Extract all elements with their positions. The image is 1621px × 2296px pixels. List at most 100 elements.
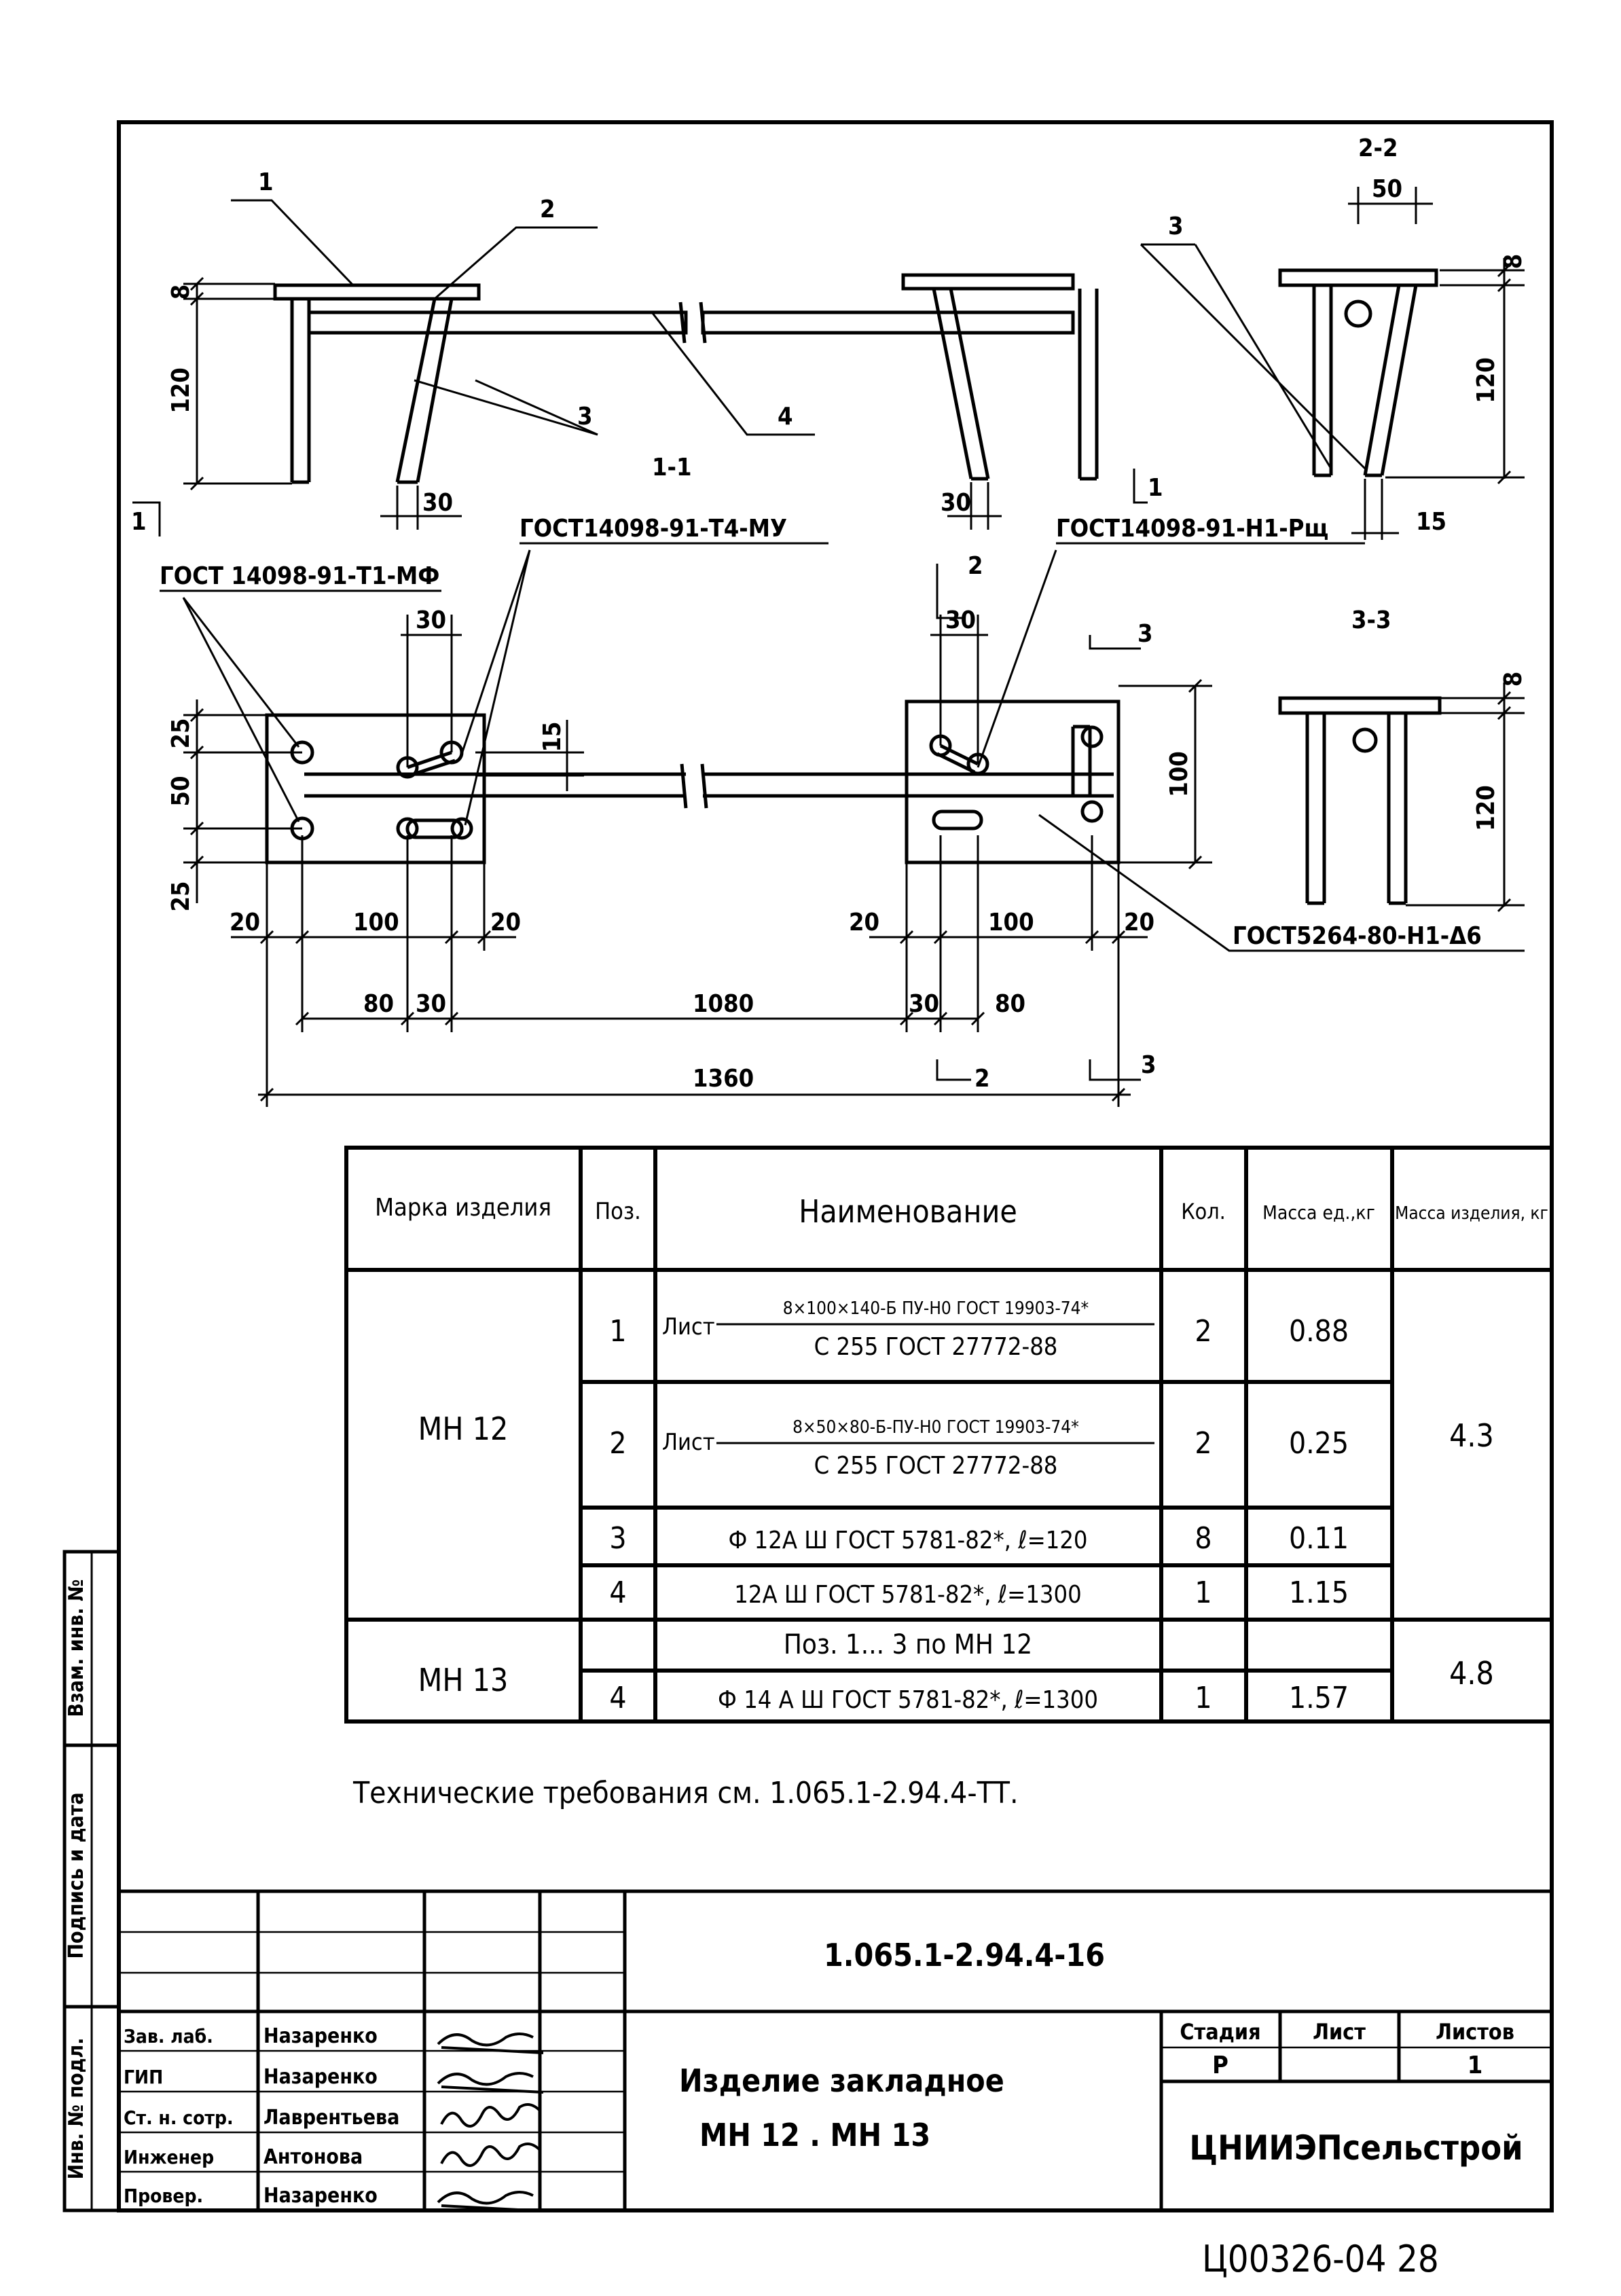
dim-100-left: 100 <box>353 909 399 936</box>
mh12-row2-prefix: Лист <box>662 1429 715 1456</box>
mh13-mark: МН 13 <box>418 1662 509 1698</box>
dim-120-elev: 120 <box>167 367 195 414</box>
tech-requirements-note: Технические требования см. 1.065.1-2.94.… <box>352 1776 1019 1810</box>
signatures <box>437 2033 544 2212</box>
callout-1: 1 <box>258 168 274 196</box>
dim-1080: 1080 <box>693 990 754 1018</box>
dim-50-plan: 50 <box>167 776 195 806</box>
section-3-3-view <box>1278 696 1442 905</box>
gost-note-n1: ГОСТ14098-91-Н1-Рщ <box>1056 515 1328 543</box>
dimension-values: 8 120 30 30 50 8 120 15 8 120 25 50 25 3… <box>167 175 1527 1093</box>
mh12-row4-qty: 1 <box>1195 1575 1212 1610</box>
dim-80-right: 80 <box>995 990 1025 1018</box>
mh12-row1-qty: 2 <box>1195 1314 1212 1349</box>
mh13-mass-item: 4.8 <box>1449 1655 1494 1692</box>
dim-15-plan: 15 <box>539 721 566 752</box>
name-3: Лаврентьева <box>263 2106 399 2130</box>
role-4: Инженер <box>124 2146 214 2168</box>
sheets-label: Листов <box>1436 2019 1514 2045</box>
stamp-inv-no: Инв. № подл. <box>65 2038 88 2180</box>
dim-100-right: 100 <box>988 909 1034 936</box>
dim-20-left-b: 20 <box>490 909 521 936</box>
mh12-row2-mass: 0.25 <box>1289 1426 1349 1461</box>
dim-20-left-a: 20 <box>230 909 260 936</box>
section-mark-1-right: 1 <box>1148 474 1163 502</box>
mh13-row1-name: Поз. 1... 3 по МН 12 <box>784 1629 1032 1660</box>
mh12-row4-mass: 1.15 <box>1289 1575 1349 1610</box>
archive-number: Ц00326-04 28 <box>1202 2238 1439 2280</box>
doc-code: 1.065.1-2.94.4-16 <box>824 1937 1105 1973</box>
stamp-replace-inv: Взам. инв. № <box>65 1580 88 1717</box>
callout-3: 3 <box>577 403 593 431</box>
dim-15-sec2: 15 <box>1416 508 1446 536</box>
mh12-row4-pos: 4 <box>609 1575 626 1610</box>
gost-note-t4: ГОСТ14098-91-Т4-МУ <box>520 515 787 543</box>
name-1: Назаренко <box>263 2024 378 2048</box>
mh12-row2-pos: 2 <box>609 1426 626 1461</box>
elevation-view <box>273 273 1099 484</box>
spec-table: Марка изделия Поз. Наименование Кол. Мас… <box>344 1146 1554 1724</box>
header-mass-item: Масса изделия, кг <box>1395 1203 1548 1224</box>
header-qty: Кол. <box>1181 1199 1226 1224</box>
section-mark-3-bottom: 3 <box>1141 1051 1156 1079</box>
title-line2: МН 12 . МН 13 <box>699 2117 930 2153</box>
name-5: Назаренко <box>263 2184 378 2208</box>
callout-3-section: 3 <box>1168 213 1184 240</box>
stage-label: Стадия <box>1180 2019 1260 2045</box>
dim-80-left: 80 <box>363 990 394 1018</box>
section-mark-2-top: 2 <box>968 552 983 580</box>
mh13-row2-pos: 4 <box>609 1681 626 1715</box>
header-mark: Марка изделия <box>375 1194 551 1222</box>
dim-30-right-row: 30 <box>909 990 939 1018</box>
section-2-2-view <box>1278 268 1438 477</box>
dim-8-sec2: 8 <box>1499 254 1527 270</box>
gost-note-weld: ГОСТ5264-80-Н1-Δ6 <box>1233 922 1482 950</box>
dim-30-elev-right: 30 <box>941 489 971 517</box>
mh12-row3-name: Ф 12А Ш ГОСТ 5781-82*, ℓ=120 <box>728 1527 1087 1554</box>
header-mass-unit: Масса ед.,кг <box>1262 1201 1375 1224</box>
dim-30-elev-left: 30 <box>422 489 453 517</box>
mh13-row2-qty: 1 <box>1195 1681 1212 1715</box>
header-name: Наименование <box>799 1193 1017 1230</box>
dim-30-plan-top-left: 30 <box>416 606 446 634</box>
mh12-mass-item: 4.3 <box>1449 1417 1494 1454</box>
sheet-frame <box>117 120 1554 2212</box>
dim-20-right-b: 20 <box>1124 909 1154 936</box>
mh12-row2-top: 8×50×80-Б-ПУ-Н0 ГОСТ 19903-74* <box>793 1417 1079 1438</box>
mh12-row3-qty: 8 <box>1195 1521 1212 1556</box>
dimension-lines <box>183 187 1525 1107</box>
role-2: ГИП <box>124 2066 163 2088</box>
role-5: Провер. <box>124 2185 203 2207</box>
stamp-signature-date: Подпись и дата <box>65 1792 88 1958</box>
callout-4: 4 <box>778 403 793 431</box>
name-2: Назаренко <box>263 2065 378 2089</box>
section-mark-3-top: 3 <box>1137 620 1153 648</box>
dim-1360: 1360 <box>693 1065 754 1093</box>
dim-25-bottom: 25 <box>167 881 195 911</box>
mh12-row3-mass: 0.11 <box>1289 1521 1349 1556</box>
mh12-row1-pos: 1 <box>609 1314 626 1349</box>
section-mark-2-bottom: 2 <box>975 1065 990 1093</box>
drawing-labels: 1 2 3 4 3 1-1 2-2 3-3 1 1 2 2 3 3 ГОСТ 1… <box>131 134 1482 1093</box>
dim-25-top: 25 <box>167 718 195 748</box>
stage-value: Р <box>1212 2052 1228 2079</box>
sheets-value: 1 <box>1468 2052 1483 2079</box>
mh12-mark: МН 12 <box>418 1410 509 1447</box>
dim-8-sec3: 8 <box>1499 672 1527 687</box>
section-label-1-1: 1-1 <box>652 454 692 481</box>
side-stamp: Инв. № подл. Подпись и дата Взам. инв. № <box>62 1550 121 2212</box>
mh13-row2-name: Ф 14 А Ш ГОСТ 5781-82*, ℓ=1300 <box>718 1686 1098 1714</box>
dim-8-elev: 8 <box>167 285 195 300</box>
org-name: ЦНИИЭПсельстрой <box>1189 2128 1523 2168</box>
header-pos: Поз. <box>595 1198 641 1225</box>
mh12-row2-qty: 2 <box>1195 1426 1212 1461</box>
section-label-3-3: 3-3 <box>1351 606 1391 634</box>
title-block: 1.065.1-2.94.4-16 Зав. лаб. ГИП Ст. н. с… <box>119 1889 1552 2212</box>
dim-120-sec2: 120 <box>1472 357 1500 403</box>
dim-120-sec3: 120 <box>1472 785 1500 831</box>
mh12-row2-bottom: С 255 ГОСТ 27772-88 <box>814 1452 1058 1480</box>
role-1: Зав. лаб. <box>124 2025 213 2047</box>
sheet-label: Лист <box>1313 2019 1366 2045</box>
title-line1: Изделие закладное <box>679 2062 1004 2099</box>
